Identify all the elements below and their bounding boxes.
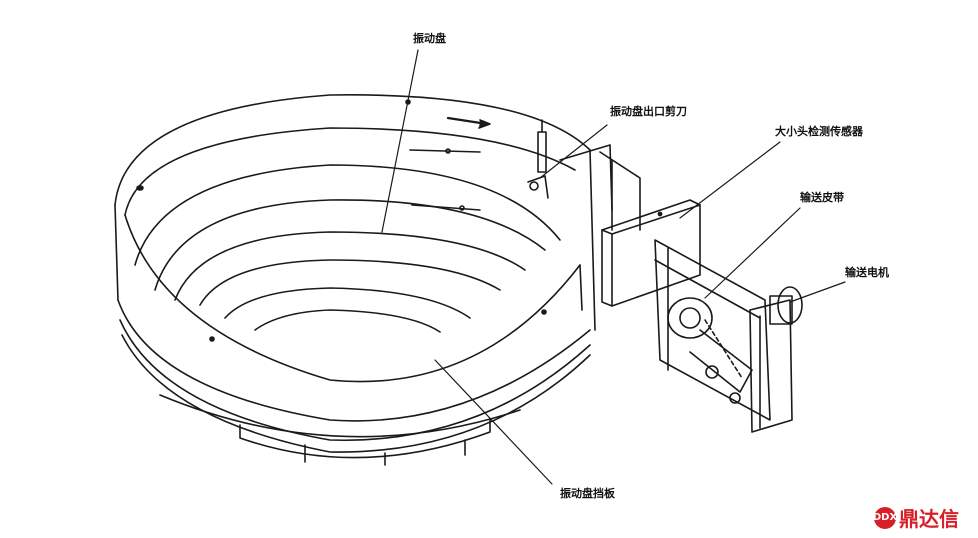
label-conveyor-belt: 输送皮带: [800, 190, 844, 204]
exit-chute: [599, 151, 641, 231]
track-fixtures: [409, 116, 491, 211]
label-bowl: 振动盘: [413, 31, 446, 45]
size-head-sensor-box: [601, 199, 701, 307]
bowl-spiral-tracks: [124, 127, 583, 383]
label-bowl-baffle: 振动盘挡板: [560, 486, 616, 500]
bowl-outer-wall: [114, 94, 596, 453]
label-bowl-exit-cutter: 振动盘出口剪刀: [610, 104, 687, 118]
conveyor-frame: [654, 239, 803, 433]
logo-mark-icon: DDX: [873, 506, 897, 529]
label-size-head-sensor: 大小头检测传感器: [775, 124, 864, 138]
conveyor-belt: [667, 297, 753, 404]
brand-logo: DDX 鼎达信: [873, 503, 959, 532]
leader-lines: [381, 49, 846, 485]
exit-cutter: [527, 119, 613, 211]
logo-text: 鼎达信: [899, 507, 959, 531]
label-conveyor-motor: 输送电机: [845, 265, 889, 279]
